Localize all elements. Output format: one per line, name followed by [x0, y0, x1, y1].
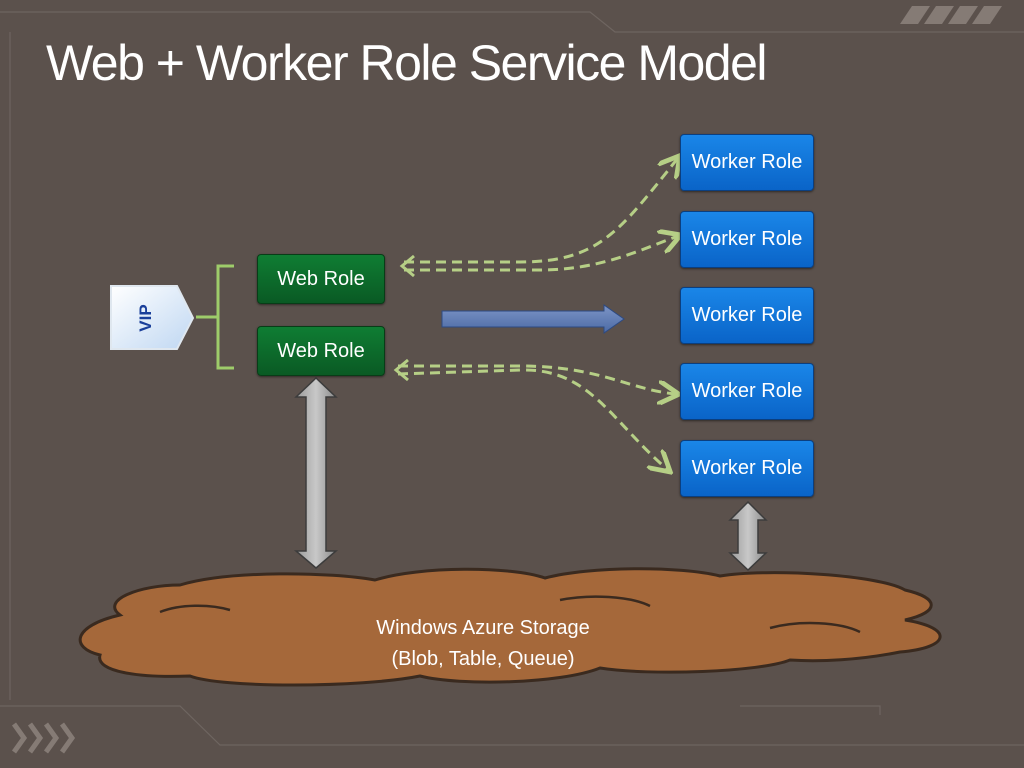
- dashed-connectors: [397, 158, 678, 470]
- storage-cloud: [78, 567, 942, 687]
- storage-label-line2: (Blob, Table, Queue): [391, 648, 575, 670]
- storage-label: Windows Azure Storage (Blob, Table, Queu…: [335, 613, 631, 675]
- blue-arrow: [441, 304, 625, 334]
- vip-bracket: [196, 264, 234, 370]
- chevrons-decoration: [11, 722, 76, 754]
- cloud-inner-lines: [159, 595, 861, 634]
- web-storage-arrow: [293, 376, 339, 569]
- worker-role-5: Worker Role: [680, 440, 814, 497]
- vip-shape: [110, 285, 195, 350]
- web-role-1: Web Role: [257, 254, 385, 304]
- slide-title: Web + Worker Role Service Model: [46, 35, 768, 91]
- frame-decoration: [0, 11, 1024, 746]
- worker-role-2: Worker Role: [680, 211, 814, 268]
- worker-role-4: Worker Role: [680, 363, 814, 420]
- storage-label-line1: Windows Azure Storage: [376, 617, 590, 639]
- worker-storage-arrow: [728, 500, 768, 572]
- web-role-2: Web Role: [257, 326, 385, 376]
- worker-role-3: Worker Role: [680, 287, 814, 344]
- stripes-decoration: [900, 6, 1002, 24]
- worker-role-1: Worker Role: [680, 134, 814, 191]
- vip-label: VIP: [136, 304, 155, 332]
